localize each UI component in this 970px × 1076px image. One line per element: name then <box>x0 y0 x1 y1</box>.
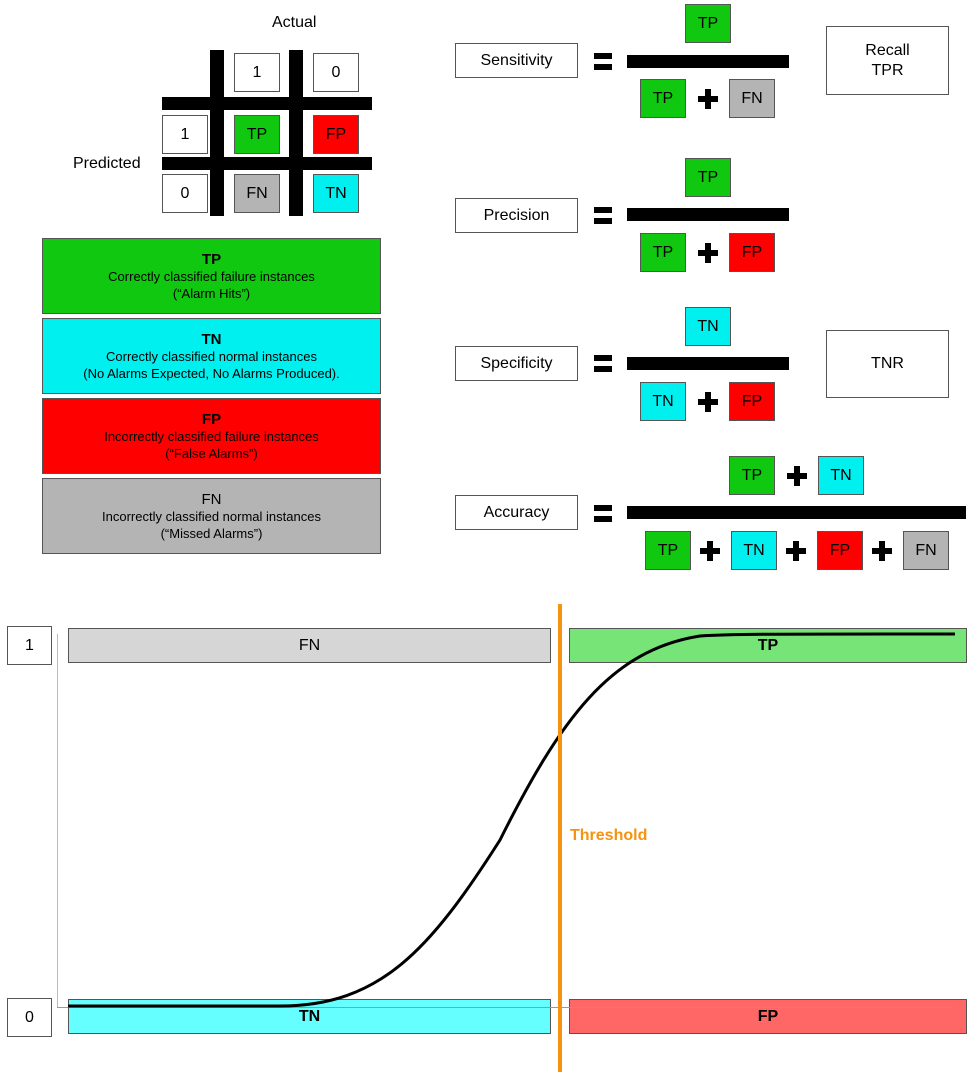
band-fn: FN <box>68 628 551 663</box>
sensitivity-denominator-tp: TP <box>640 79 686 118</box>
legend-tn-title: TN <box>201 330 222 348</box>
legend-fn-title: FN <box>201 490 222 508</box>
cell-tp: TP <box>234 115 280 154</box>
sensitivity-label: Sensitivity <box>455 43 578 78</box>
recall-label: Recall <box>865 41 910 59</box>
legend-tp: TP Correctly classified failure instance… <box>42 238 381 314</box>
sensitivity-denominator-fn: FN <box>729 79 775 118</box>
predicted-0-header: 0 <box>162 174 208 213</box>
plus-sign <box>698 89 718 109</box>
predicted-label: Predicted <box>73 155 141 172</box>
legend-fp-line2: (“False Alarms”) <box>165 445 258 461</box>
accuracy-denominator-fn: FN <box>903 531 949 570</box>
specificity-denominator-tn: TN <box>640 382 686 421</box>
actual-0-header: 0 <box>313 53 359 92</box>
cell-fn: FN <box>234 174 280 213</box>
predicted-1-header: 1 <box>162 115 208 154</box>
legend-tp-line2: (“Alarm Hits”) <box>172 285 251 301</box>
accuracy-denominator-tp: TP <box>645 531 691 570</box>
cell-fp: FP <box>313 115 359 154</box>
legend-tn: TN Correctly classified normal instances… <box>42 318 381 394</box>
band-fp: FP <box>569 999 967 1034</box>
accuracy-label: Accuracy <box>455 495 578 530</box>
y-axis-line <box>57 634 58 1008</box>
legend-fp: FP Incorrectly classified failure instan… <box>42 398 381 474</box>
tnr-label: TNR <box>826 330 949 398</box>
legend-tn-line2: (No Alarms Expected, No Alarms Produced)… <box>83 365 340 381</box>
plus-sign <box>786 541 806 561</box>
plus-sign <box>698 243 718 263</box>
tpr-label: TPR <box>871 61 904 79</box>
grid-line-h1 <box>162 97 372 110</box>
fraction-bar <box>627 208 789 221</box>
specificity-denominator-fp: FP <box>729 382 775 421</box>
plus-sign <box>787 466 807 486</box>
legend-tn-line1: Correctly classified normal instances <box>106 348 317 364</box>
legend-fp-title: FP <box>201 410 222 428</box>
plus-sign <box>700 541 720 561</box>
equals-sign <box>594 207 612 224</box>
legend-fn-line1: Incorrectly classified normal instances <box>102 508 321 524</box>
precision-denominator-tp: TP <box>640 233 686 272</box>
accuracy-denominator-fp: FP <box>817 531 863 570</box>
plus-sign <box>698 392 718 412</box>
accuracy-denominator-tn: TN <box>731 531 777 570</box>
y-label-0: 0 <box>7 998 52 1037</box>
equals-sign <box>594 355 612 372</box>
grid-line-v1 <box>210 50 224 216</box>
legend-fp-line1: Incorrectly classified failure instances <box>104 428 319 444</box>
precision-label: Precision <box>455 198 578 233</box>
equals-sign <box>594 505 612 522</box>
specificity-label: Specificity <box>455 346 578 381</box>
threshold-line <box>558 604 562 1072</box>
y-label-1: 1 <box>7 626 52 665</box>
actual-1-header: 1 <box>234 53 280 92</box>
legend-tp-line1: Correctly classified failure instances <box>108 268 315 284</box>
grid-line-h2 <box>162 157 372 170</box>
fraction-bar <box>627 506 966 519</box>
fraction-bar <box>627 357 789 370</box>
legend-fn: FN Incorrectly classified normal instanc… <box>42 478 381 554</box>
baseline-line <box>57 1007 953 1008</box>
actual-label: Actual <box>272 14 317 31</box>
legend-tp-title: TP <box>201 250 222 268</box>
precision-denominator-fp: FP <box>729 233 775 272</box>
precision-numerator-tp: TP <box>685 158 731 197</box>
sensitivity-numerator-tp: TP <box>685 4 731 43</box>
threshold-label: Threshold <box>570 827 648 844</box>
sensitivity-alias: Recall TPR <box>826 26 949 95</box>
equals-sign <box>594 53 612 70</box>
specificity-numerator-tn: TN <box>685 307 731 346</box>
plus-sign <box>872 541 892 561</box>
legend-fn-line2: (“Missed Alarms”) <box>160 525 263 541</box>
fraction-bar <box>627 55 789 68</box>
cell-tn: TN <box>313 174 359 213</box>
grid-line-v2 <box>289 50 303 216</box>
accuracy-numerator-tp: TP <box>729 456 775 495</box>
accuracy-numerator-tn: TN <box>818 456 864 495</box>
